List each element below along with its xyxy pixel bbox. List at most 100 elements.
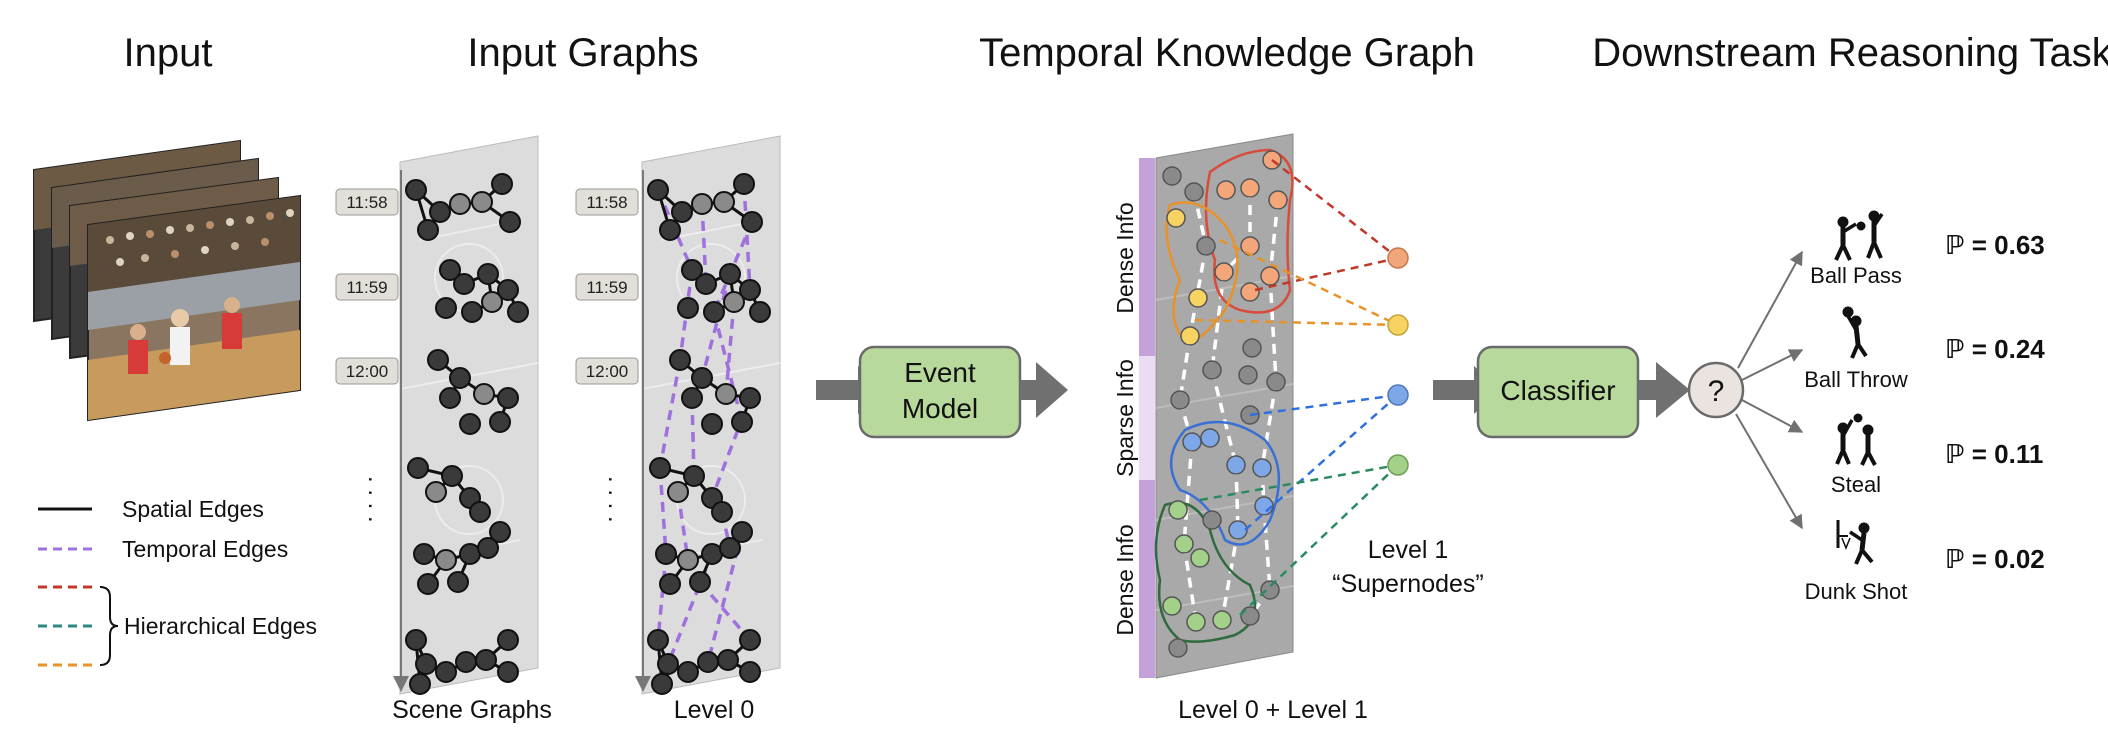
task-prob-ball-pass: ℙ = 0.63	[1945, 230, 2045, 260]
graph-node	[671, 201, 693, 223]
tkg-panel	[1139, 133, 1409, 679]
graph-node	[453, 273, 475, 295]
graph-node	[489, 411, 511, 433]
tkg-node	[1166, 208, 1186, 228]
temporal-edge	[1182, 543, 1198, 623]
graph-node	[689, 571, 711, 593]
graph-node	[659, 573, 681, 595]
graph-node	[481, 291, 503, 313]
graph-node	[701, 413, 723, 435]
temporal-edge	[676, 491, 690, 561]
arrow-from-classifier	[1638, 362, 1690, 418]
graph-node	[429, 201, 451, 223]
tkg-node	[1174, 534, 1194, 554]
tkg-node	[1242, 338, 1262, 358]
graph-node	[715, 383, 737, 405]
temporal-edge	[690, 397, 696, 477]
graph-node	[417, 219, 439, 241]
video-frame-front	[87, 194, 301, 422]
graph-node	[691, 193, 713, 215]
task-dunk-shot: Dunk Shot ℙ = 0.02	[1805, 520, 2045, 604]
timestamp-1158: 11:58	[586, 193, 627, 212]
timestamp-1200: 12:00	[346, 362, 389, 381]
tkg-node	[1200, 428, 1220, 448]
hierarchical-edges	[1194, 159, 1399, 616]
graph-node	[507, 301, 529, 323]
caption-scene-graphs: Scene Graphs	[392, 696, 552, 724]
graph-node	[405, 629, 427, 651]
temporal-edge	[1188, 245, 1208, 337]
tkg-node	[1266, 372, 1286, 392]
graph-node	[749, 301, 771, 323]
tkg-node	[1238, 365, 1258, 385]
temporal-edge	[1268, 275, 1278, 383]
ellipsis-scene: . . . .	[363, 476, 390, 523]
graph-node	[655, 543, 677, 565]
graph-node	[449, 193, 471, 215]
graph-node	[469, 501, 491, 523]
temporal-edge	[1262, 505, 1272, 591]
timestamp-tag: 12:00	[575, 357, 639, 385]
graph-node	[497, 661, 519, 683]
graph-node	[677, 297, 699, 319]
tkg-node	[1184, 182, 1204, 202]
graph-node	[701, 543, 723, 565]
graph-node	[731, 521, 753, 543]
timestamp-1158: 11:58	[346, 193, 387, 212]
tkg-node	[1216, 180, 1236, 200]
timestamp-tag: 12:00	[335, 357, 399, 385]
tkg-node	[1202, 360, 1222, 380]
graph-node	[681, 387, 703, 409]
classifier-box: Classifier	[1476, 345, 1640, 439]
unknown-node: ?	[1687, 361, 1745, 419]
timestamp-1159: 11:59	[346, 278, 387, 297]
graph-node	[739, 279, 761, 301]
task-ball-throw: Ball Throw ℙ = 0.24	[1804, 306, 2045, 392]
graph-node	[659, 219, 681, 241]
task-label-steal: Steal	[1831, 472, 1881, 497]
graph-node	[489, 521, 511, 543]
ellipsis-level0: . . . .	[603, 476, 630, 523]
graph-node	[739, 629, 761, 651]
graph-node	[649, 457, 671, 479]
supernodes-label-line2: “Supernodes”	[1332, 570, 1483, 598]
graph-node	[731, 411, 753, 433]
timestamp-tag: 11:59	[575, 273, 639, 301]
graph-node	[477, 537, 499, 559]
tkg-node	[1212, 610, 1232, 630]
graph-node	[647, 179, 669, 201]
title-temporal-knowledge-graph: Temporal Knowledge Graph	[979, 31, 1475, 75]
temporal-edge	[1220, 529, 1240, 621]
graph-node	[413, 543, 435, 565]
tkg-node	[1260, 266, 1280, 286]
tkg-node	[1170, 390, 1190, 410]
legend-temporal-label: Temporal Edges	[122, 536, 288, 562]
graph-node	[681, 259, 703, 281]
timestamp-1200: 12:00	[586, 362, 629, 381]
video-frames	[33, 139, 301, 422]
event-model-label-line2: Model	[902, 393, 978, 424]
graph-node	[471, 191, 493, 213]
graph-node	[713, 191, 735, 213]
dense-info-bar-top	[1139, 158, 1155, 356]
graph-node	[711, 501, 733, 523]
graph-node	[435, 297, 457, 319]
event-model-label-line1: Event	[904, 357, 976, 388]
sparse-info-label: Sparse Info	[1112, 359, 1138, 477]
graph-node	[475, 649, 497, 671]
temporal-edge	[678, 269, 694, 361]
graph-node	[473, 383, 495, 405]
graph-node	[491, 173, 513, 195]
dense-info-label-bottom: Dense Info	[1112, 524, 1138, 635]
classifier-label: Classifier	[1500, 375, 1615, 406]
tkg-node	[1168, 500, 1188, 520]
event-model-box: Event Model	[858, 345, 1022, 439]
legend-spatial-label: Spatial Edges	[122, 496, 264, 522]
timestamps-level0: 11:58 11:59 12:00	[575, 188, 639, 385]
tkg-node	[1202, 510, 1222, 530]
tkg-node	[1180, 326, 1200, 346]
tkg-node	[1240, 236, 1260, 256]
supernode-blue	[1387, 384, 1409, 406]
caption-level0: Level 0	[674, 696, 755, 724]
graph-node	[647, 629, 669, 651]
